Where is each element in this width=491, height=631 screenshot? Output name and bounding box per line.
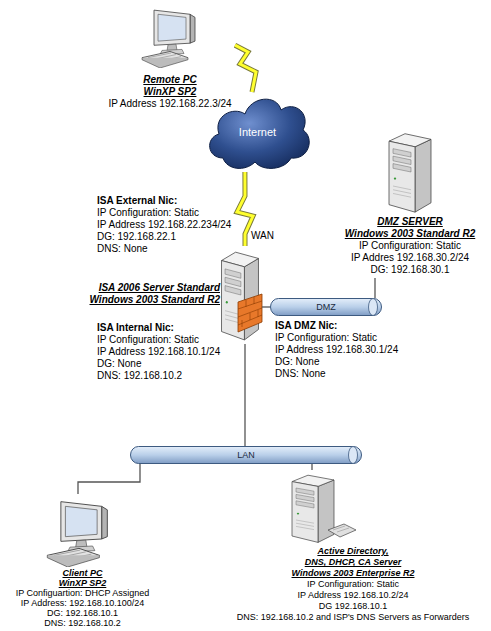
nic-setting: DNS: 192.168.10.2 — [97, 370, 182, 382]
nic-setting: IP Configuration: Static — [97, 334, 199, 346]
node-heading: Windows 2003 Standard R2 — [335, 228, 485, 240]
network-bus: LAN — [130, 446, 362, 464]
node-text: DG: 192.168.30.1 — [335, 264, 485, 276]
network-link — [262, 307, 270, 308]
connector-line — [374, 278, 375, 298]
lightning-bolt — [237, 172, 253, 246]
connector-line — [311, 464, 312, 470]
node-text: DG 192.168.10.1 — [228, 601, 478, 612]
network-link — [375, 278, 376, 298]
node-text: Internet — [239, 126, 276, 138]
node-text: IP Addres 192.168.30.2/24 — [335, 252, 485, 264]
nic-setting: IP Address 192.168.10.1/24 — [97, 346, 220, 358]
nic-setting: DG: None — [275, 356, 319, 368]
nic-setting: IP Configuration: Static — [275, 332, 377, 344]
node-text: IP Configuration: Static — [335, 240, 485, 252]
node-heading: DMZ SERVER — [335, 216, 485, 228]
node-text: LAN — [237, 449, 255, 461]
network-link — [78, 464, 140, 494]
node-heading: Remote PC — [105, 74, 235, 86]
connector-line — [262, 306, 270, 307]
keyboard-icon — [328, 524, 356, 537]
node-heading: DNS, DHCP, CA Server — [228, 557, 478, 568]
connector-line — [244, 344, 245, 446]
node-text: DNS: 192.168.10.2 — [5, 618, 160, 628]
firewall-icon — [238, 294, 262, 332]
device-node: Client PCWinXP SP2IP Configuartion: DHCP… — [5, 494, 160, 631]
node-text: IP Address 192.168.22.3/24 — [105, 98, 235, 110]
bolt-outline — [235, 45, 256, 92]
node-text: IP Address 192.168.10.2/24 — [228, 590, 478, 601]
network-link — [312, 464, 313, 470]
network-link — [245, 344, 246, 446]
lightning-bolt — [235, 45, 256, 92]
node-text: IP Address: 192.168.10.100/24 — [5, 598, 160, 608]
internet-cloud: Internet — [205, 92, 310, 172]
node-heading: Active Directory, — [228, 546, 478, 557]
nic-setting: DNS: None — [275, 368, 326, 380]
nic-setting: IP Address 192.168.30.1/24 — [275, 344, 398, 356]
server-icon — [389, 134, 431, 212]
node-heading: Windows 2003 Enterprise R2 — [228, 568, 478, 579]
node-text: DMZ — [316, 301, 336, 313]
node-heading: Client PC — [5, 568, 160, 578]
server-icon — [292, 475, 334, 542]
node-text: DNS: 192.168.10.2 and ISP's DNS Servers … — [228, 612, 478, 623]
node-text: DG: 192.168.10.1 — [5, 608, 160, 618]
device-node: Remote PCWinXP SP2IP Address 192.168.22.… — [105, 6, 235, 118]
device-node: Active Directory,DNS, DHCP, CA ServerWin… — [228, 470, 478, 630]
nic-heading: ISA DMZ Nic: — [275, 320, 337, 332]
network-bus: DMZ — [270, 298, 382, 316]
nic-setting: IP Configuration: Static — [97, 207, 199, 219]
text-group: ISA 2006 Server StandardWindows 2003 Sta… — [90, 282, 221, 306]
wan-link — [237, 172, 253, 246]
node-heading: Windows 2003 Standard R2 — [90, 294, 221, 306]
node-heading: WinXP SP2 — [105, 86, 235, 98]
connector-line — [78, 464, 140, 494]
nic-heading: ISA Internal Nic: — [97, 322, 174, 334]
device-node: DMZ SERVERWindows 2003 Standard R2IP Con… — [335, 128, 485, 278]
nic-setting: IP Address 192.168.22.234/24 — [97, 219, 231, 231]
nic-setting: DG: 192.168.22.1 — [97, 231, 176, 243]
nic-setting: DG: None — [97, 358, 141, 370]
link-label: WAN — [251, 230, 274, 241]
pc-icon — [47, 502, 107, 567]
node-heading: ISA 2006 Server Standard — [90, 282, 221, 294]
node-text: IP Configuartion: DHCP Assigned — [5, 588, 160, 598]
pc-icon — [142, 10, 195, 68]
bolt-outline — [237, 172, 253, 246]
nic-setting: DNS: None — [97, 243, 148, 255]
wan-link — [235, 45, 256, 92]
node-text: IP Configuration: Static — [228, 579, 478, 590]
nic-heading: ISA External Nic: — [97, 195, 177, 207]
node-heading: WinXP SP2 — [5, 578, 160, 588]
